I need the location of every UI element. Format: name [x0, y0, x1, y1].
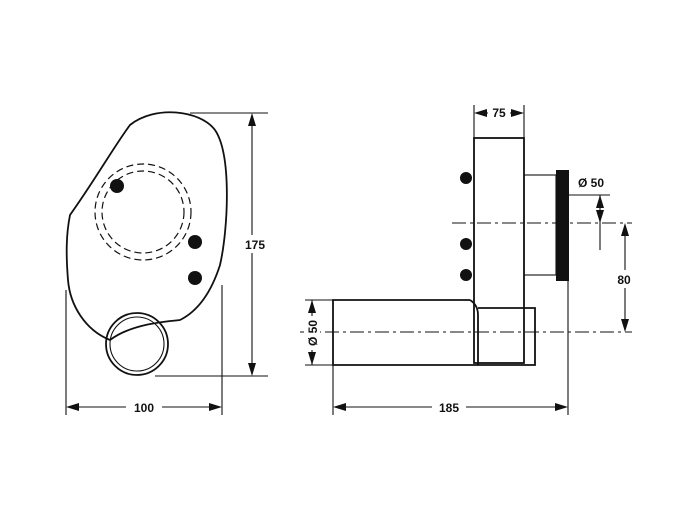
dim-arrow-outlet-diameter-bottom	[596, 210, 604, 223]
mount-screw-3	[188, 271, 202, 285]
dim-arrow-bottom	[248, 363, 256, 376]
dim-label-bg-offset	[612, 270, 636, 288]
rosette-bar	[556, 170, 569, 281]
dim-arrow-top	[248, 113, 256, 126]
dim-arrow-length-left	[333, 403, 346, 411]
dim-label-bg-front-width	[126, 399, 162, 415]
dim-label-side-length: 185	[439, 401, 459, 415]
dim-arrow-offset-bottom	[621, 319, 629, 332]
dim-arrow-left	[66, 403, 79, 411]
dim-arrow-outlet-diameter-top	[596, 195, 604, 208]
dim-label-side-depth: 75	[492, 106, 506, 120]
dim-label-front-width: 100	[134, 401, 154, 415]
inlet-pipe-circle-inner	[109, 316, 165, 372]
cover-plate	[523, 174, 557, 276]
dim-label-front-height: 175	[245, 238, 265, 252]
inlet-pipe-collar	[469, 299, 479, 365]
dim-arrow-inlet-diameter-top	[308, 300, 316, 313]
dim-arrow-depth-left	[474, 109, 487, 117]
dim-arrow-depth-right	[511, 109, 524, 117]
mount-screw-2	[188, 235, 202, 249]
side-screw-1	[460, 172, 472, 184]
housing-body	[473, 137, 525, 364]
dim-label-bg-side-length	[432, 399, 466, 415]
outlet-circle-outer	[94, 163, 192, 261]
outlet-block	[474, 307, 536, 366]
dim-label-bg-front-height	[240, 235, 270, 253]
mount-screw-1	[110, 179, 124, 193]
front-view: 175 100	[65, 111, 270, 415]
side-screw-2	[460, 238, 472, 250]
outlet-circle-inner	[101, 170, 185, 254]
dim-label-bg-side-depth	[488, 104, 510, 120]
dim-arrow-right	[209, 403, 222, 411]
dim-arrow-offset-top	[621, 223, 629, 236]
side-screw-3	[460, 269, 472, 281]
dim-arrow-length-right	[555, 403, 568, 411]
dim-label-outlet-diameter: Ø 50	[578, 176, 604, 190]
front-body-outline	[65, 111, 228, 342]
dim-arrow-inlet-diameter-bottom	[308, 352, 316, 365]
side-view: 75 185 Ø 50 80 Ø 50	[300, 104, 636, 415]
dim-label-inlet-diameter: Ø 50	[306, 320, 320, 346]
dim-label-bg-inlet-diameter	[304, 316, 320, 350]
inlet-pipe-circle-outer	[105, 312, 169, 376]
dim-label-offset: 80	[617, 273, 631, 287]
